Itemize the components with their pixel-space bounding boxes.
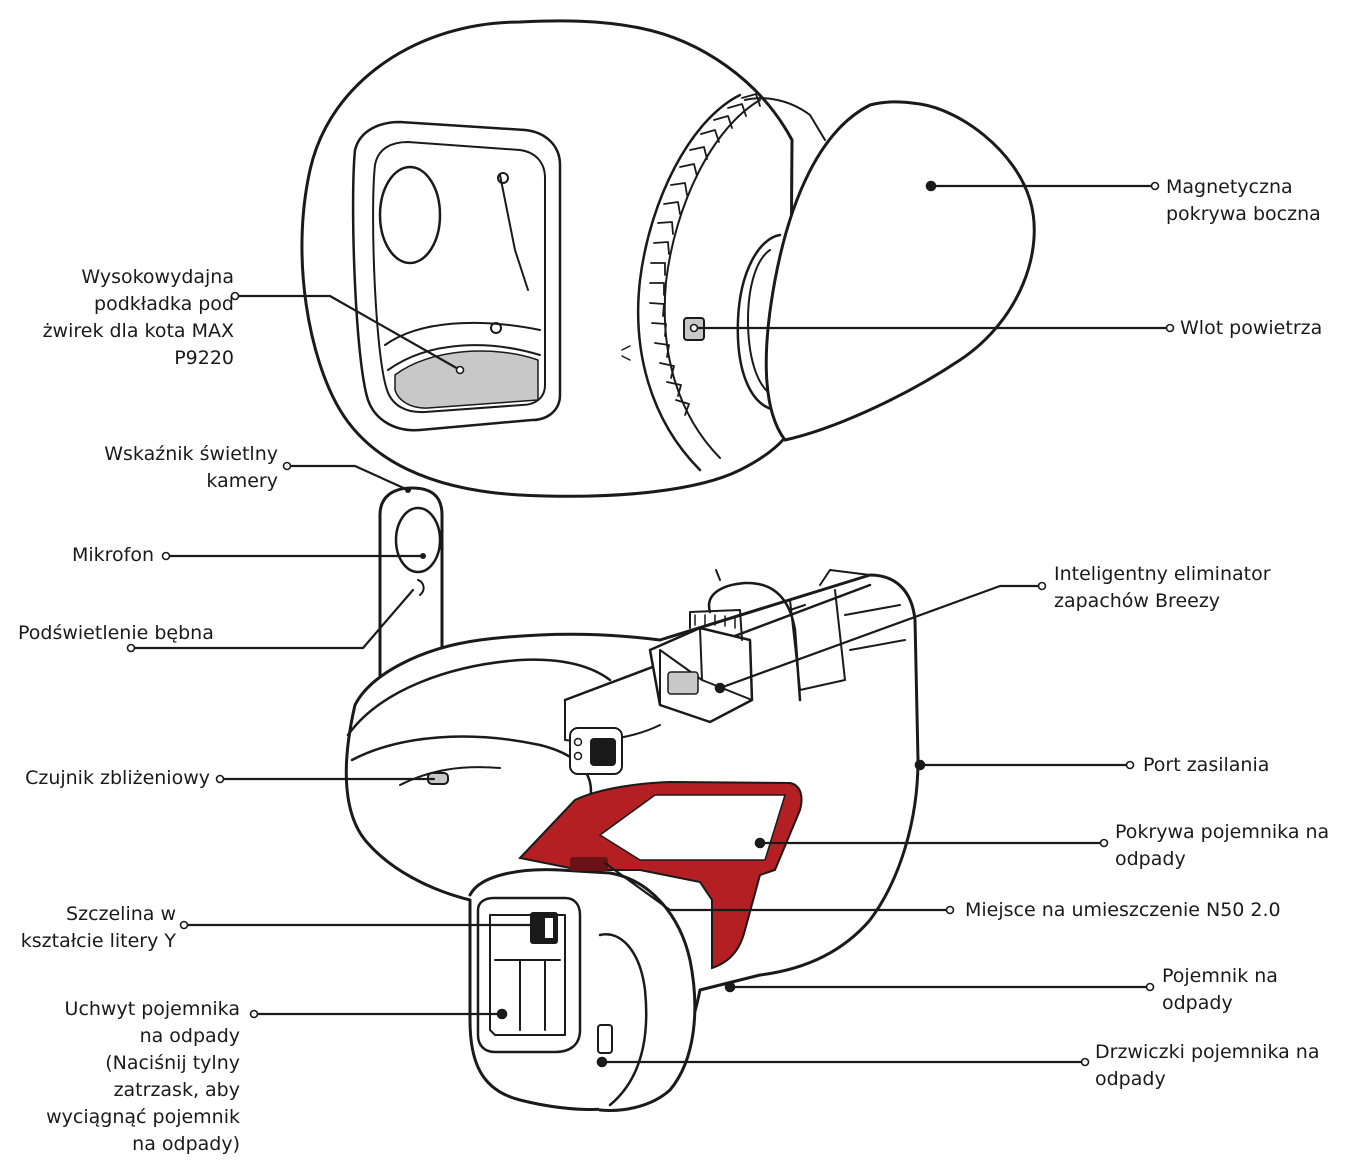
label-air-inlet: Wlot powietrza	[1180, 317, 1323, 339]
litter-mat-mesh	[394, 350, 539, 409]
waste-bin-cover-panel	[598, 794, 787, 861]
drum-backlight-mark	[417, 579, 425, 596]
label-waste-bin: Pojemnik na odpady	[1162, 965, 1278, 1014]
drum	[300, 19, 826, 498]
y-slot	[530, 912, 558, 944]
leader-endpoints	[126, 180, 1175, 1068]
n50-spot	[570, 857, 608, 871]
label-proximity-sensor: Czujnik zbliżeniowy	[25, 767, 210, 789]
label-drum-backlight: Podświetlenie bębna	[18, 622, 214, 644]
camera-lens-ring	[394, 506, 442, 574]
leader-lines	[131, 184, 1170, 1064]
label-litter-mat: Wysokowydajna podkładka pod żwirek dla k…	[42, 266, 234, 369]
microphone-hole	[420, 553, 426, 559]
label-n50-slot: Miejsce na umieszczenie N50 2.0	[965, 899, 1281, 921]
odor-eliminator-unit	[648, 569, 806, 724]
label-camera-light-indicator: Wskaźnik świetlny kamery	[104, 443, 278, 492]
label-power-port: Port zasilania	[1143, 754, 1270, 776]
label-odor-eliminator: Inteligentny eliminator zapachów Breezy	[1054, 563, 1271, 612]
label-waste-bin-cover: Pokrywa pojemnika na odpady	[1115, 821, 1330, 870]
drum-gear-ring	[636, 93, 742, 472]
drum-hub	[736, 233, 782, 412]
gear-teeth	[649, 93, 761, 416]
bin-door-latch	[597, 1024, 613, 1054]
drum-inner-camera	[378, 165, 442, 265]
label-waste-bin-door: Drzwiczki pojemnika na odpady	[1095, 1041, 1320, 1090]
drum-opening-frame	[351, 120, 562, 432]
waste-bin-door-panel	[598, 933, 648, 1107]
drum-shell	[300, 19, 794, 498]
label-microphone: Mikrofon	[71, 544, 154, 566]
label-magnetic-side-cover: Magnetyczna pokrywa boczna	[1166, 176, 1321, 225]
label-y-slot: Szczelina w kształcie litery Y	[20, 903, 176, 952]
label-waste-bin-handle: Uchwyt pojemnika na odpady (Naciśnij tyl…	[46, 998, 240, 1155]
drum-opening-inner	[372, 141, 546, 414]
magnetic-side-cover	[764, 100, 1036, 442]
